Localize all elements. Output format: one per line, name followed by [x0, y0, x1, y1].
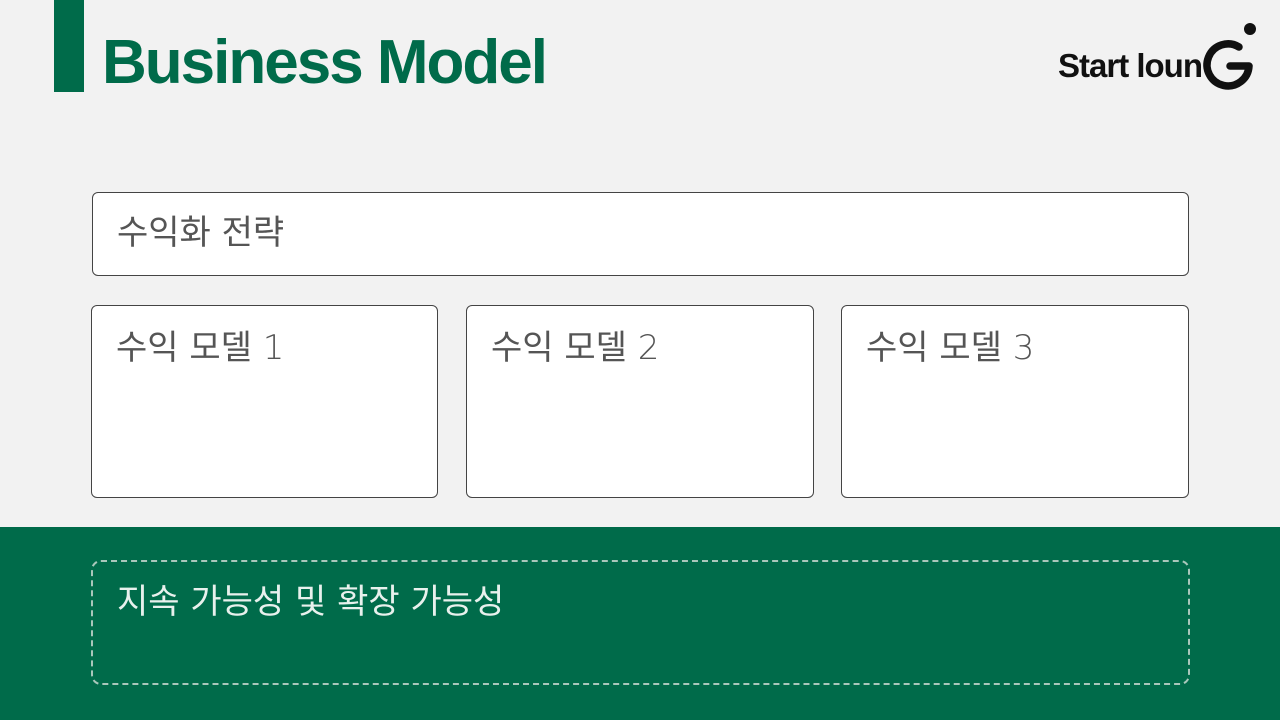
logo-text: Start loun: [1058, 47, 1203, 84]
revenue-model-3-label: 수익 모델 3: [866, 328, 1035, 368]
revenue-model-1-box: 수익 모델 1: [91, 305, 438, 498]
monetization-strategy-box: 수익화 전략: [92, 192, 1189, 276]
monetization-strategy-label: 수익화 전략: [117, 213, 285, 253]
title-accent-bar: [54, 0, 84, 92]
revenue-model-1-label: 수익 모델 1: [116, 328, 285, 368]
bottom-green-band: 지속 가능성 및 확장 가능성: [0, 527, 1280, 720]
page-title: Business Model: [102, 28, 548, 97]
g-letter-logo-icon: [1203, 23, 1256, 90]
revenue-model-2-box: 수익 모델 2: [466, 305, 814, 498]
revenue-model-2-label: 수익 모델 2: [491, 328, 660, 368]
revenue-model-3-box: 수익 모델 3: [841, 305, 1189, 498]
sustainability-label: 지속 가능성 및 확장 가능성: [117, 582, 505, 622]
sustainability-box: 지속 가능성 및 확장 가능성: [91, 560, 1190, 685]
start-lounge-logo: Start loun: [1056, 22, 1262, 102]
